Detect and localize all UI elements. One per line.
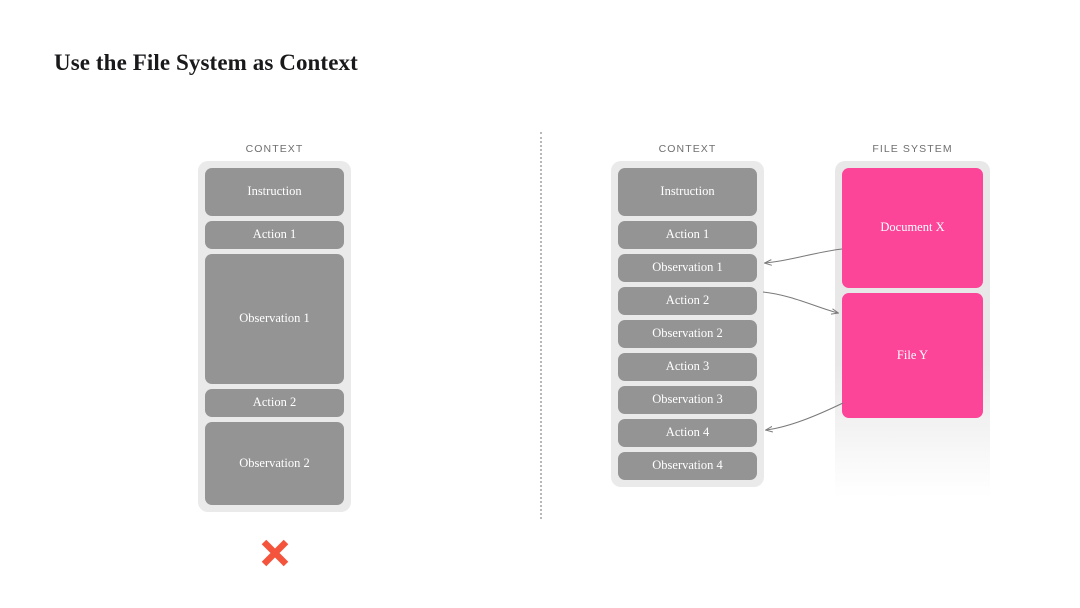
- left-context-block[interactable]: Instruction: [205, 168, 344, 216]
- left-context-block-label: Action 2: [252, 395, 297, 410]
- arrow-file-y-to-action-4: [766, 402, 844, 430]
- left-context-block[interactable]: Observation 1: [205, 254, 344, 384]
- right-context-block-label: Action 4: [665, 425, 710, 440]
- left-context-block[interactable]: Observation 2: [205, 422, 344, 505]
- page-title: Use the File System as Context: [54, 50, 358, 75]
- right-context-block[interactable]: Action 1: [618, 221, 757, 249]
- right-context-block[interactable]: Observation 4: [618, 452, 757, 480]
- left-context-block-label: Observation 1: [239, 311, 310, 326]
- arrow-document-x-to-observation-1: [765, 248, 843, 263]
- left-context-block-label: Action 1: [252, 227, 297, 242]
- right-context-block-label: Observation 2: [652, 326, 723, 341]
- right-context-block-label: Action 1: [665, 227, 710, 242]
- left-context-block[interactable]: Action 2: [205, 389, 344, 417]
- right-context-block-label: Observation 4: [652, 458, 723, 473]
- right-context-header: CONTEXT: [658, 143, 717, 155]
- left-context-block-label: Observation 2: [239, 455, 310, 470]
- right-context-block[interactable]: Instruction: [618, 168, 757, 216]
- right-context-block-label: Observation 1: [652, 260, 723, 275]
- right-context-block[interactable]: Observation 3: [618, 386, 757, 414]
- file-system-block[interactable]: File Y: [842, 293, 983, 418]
- arrow-action-2-to-file-y: [762, 291, 838, 313]
- vertical-divider: [540, 132, 542, 519]
- right-context-block-label: Instruction: [660, 184, 715, 199]
- right-context-block[interactable]: Action 4: [618, 419, 757, 447]
- right-context-block[interactable]: Action 3: [618, 353, 757, 381]
- left-context-block[interactable]: Action 1: [205, 221, 344, 249]
- left-context-header: CONTEXT: [245, 143, 304, 155]
- file-system-block[interactable]: Document X: [842, 168, 983, 288]
- right-context-block-label: Action 2: [665, 293, 710, 308]
- file-system-container: Document X File Y: [835, 161, 990, 498]
- file-system-block-label: Document X: [880, 220, 945, 235]
- right-context-block[interactable]: Observation 1: [618, 254, 757, 282]
- left-context-block-label: Instruction: [247, 184, 302, 199]
- right-context-block-label: Observation 3: [652, 392, 723, 407]
- right-context-block[interactable]: Action 2: [618, 287, 757, 315]
- file-system-block-label: File Y: [896, 347, 929, 362]
- file-system-header: FILE SYSTEM: [872, 143, 953, 155]
- right-context-block[interactable]: Observation 2: [618, 320, 757, 348]
- right-context-block-label: Action 3: [665, 359, 710, 374]
- cross-icon: [261, 539, 289, 567]
